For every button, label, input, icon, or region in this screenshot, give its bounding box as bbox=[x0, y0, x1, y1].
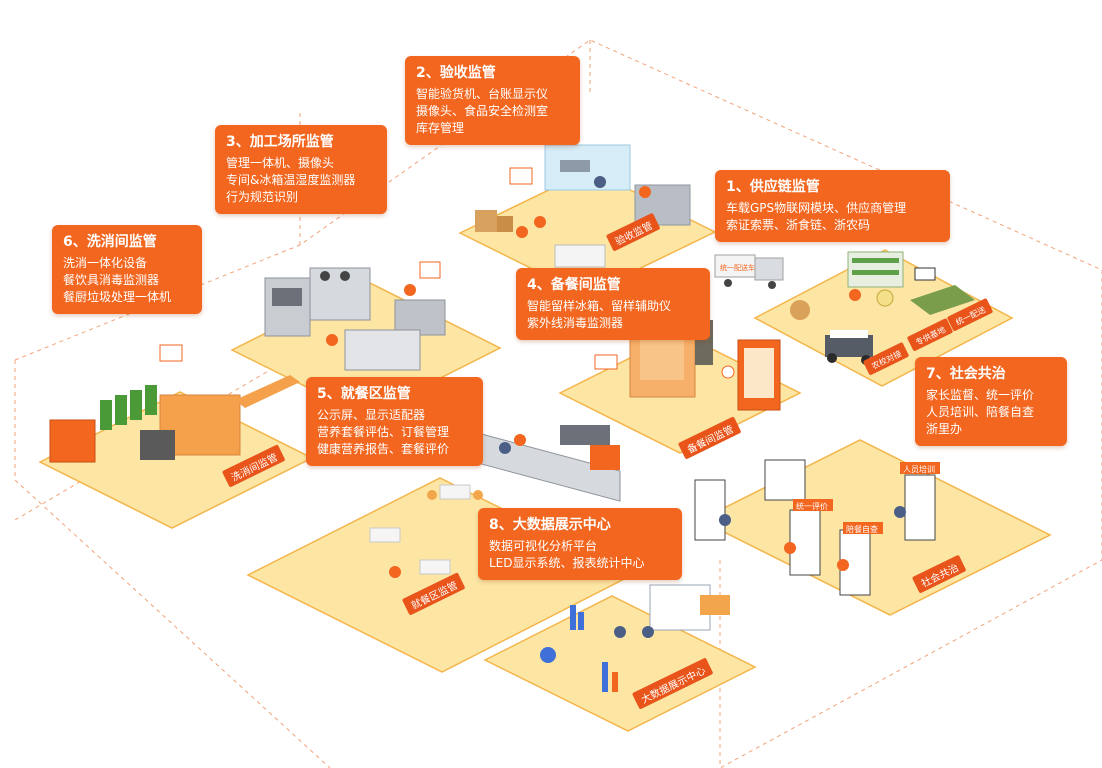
module-line: 健康营养报告、套餐评价 bbox=[317, 442, 450, 456]
module-card-1: 1、供应链监管车载GPS物联网模块、供应商管理索证索票、浙食链、浙农码 bbox=[715, 170, 950, 242]
bigdata-equipment bbox=[540, 584, 730, 692]
module-line: 智能验货机、台账显示仪 bbox=[416, 87, 549, 101]
module-line: 摄像头、食品安全检测室 bbox=[416, 104, 549, 118]
zone-tag-bg bbox=[606, 213, 660, 251]
module-title: 4、备餐间监管 bbox=[527, 277, 621, 293]
module-line: LED显示系统、报表统计中心 bbox=[489, 556, 645, 570]
module-card-7: 7、社会共治家长监督、统一评价人员培训、陪餐自查浙里办 bbox=[915, 357, 1067, 446]
zone-tag-bg bbox=[632, 658, 713, 709]
supply-equipment: 统一配送车 bbox=[714, 251, 975, 365]
module-line: 智能留样冰箱、留样辅助仪 bbox=[527, 299, 672, 313]
module-title: 1、供应链监管 bbox=[726, 179, 820, 195]
screen-label: 统一评价 bbox=[796, 501, 828, 511]
module-line: 营养套餐评估、订餐管理 bbox=[317, 425, 450, 439]
zone-tag-bg bbox=[907, 318, 953, 351]
module-line: 管理一体机、摄像头 bbox=[226, 156, 335, 170]
module-title: 8、大数据展示中心 bbox=[489, 517, 611, 533]
module-card-6: 6、洗消间监管洗消一体化设备餐饮具消毒监测器餐厨垃圾处理一体机 bbox=[52, 225, 202, 314]
module-line: 餐厨垃圾处理一体机 bbox=[63, 290, 172, 304]
screen-label-bg bbox=[843, 522, 883, 534]
floor-bigdata bbox=[483, 595, 757, 732]
module-line: 浙里办 bbox=[926, 422, 963, 436]
floor-supply bbox=[753, 249, 1014, 387]
module-title: 5、就餐区监管 bbox=[317, 386, 411, 402]
module-line: 人员培训、陪餐自查 bbox=[926, 405, 1035, 419]
module-card-8: 8、大数据展示中心数据可视化分析平台 LED显示系统、报表统计中心 bbox=[478, 508, 682, 580]
module-line: 行为规范识别 bbox=[226, 190, 299, 204]
module-line: 库存管理 bbox=[416, 121, 465, 135]
screen-label: 陪餐自查 bbox=[846, 524, 878, 534]
screen-label-bg bbox=[900, 462, 940, 474]
module-title: 7、社会共治 bbox=[926, 366, 1006, 382]
module-line: 紫外线消毒监测器 bbox=[527, 316, 624, 330]
module-line: 公示屏、显示适配器 bbox=[317, 408, 426, 422]
dining-equipment bbox=[369, 425, 621, 578]
screen-label-bg bbox=[793, 499, 833, 511]
zone-tag-bg bbox=[222, 444, 285, 487]
processing-equipment bbox=[264, 261, 446, 371]
social-equipment: 统一评价 陪餐自查 人员培训 bbox=[694, 459, 940, 596]
zone-tag-bg bbox=[678, 416, 741, 459]
screen-label: 人员培训 bbox=[903, 464, 935, 474]
module-title: 2、验收监管 bbox=[416, 65, 496, 81]
module-title: 6、洗消间监管 bbox=[63, 234, 157, 250]
module-line: 索证索票、浙食链、浙农码 bbox=[726, 218, 871, 232]
module-line: 专间&冰箱温湿度监测器 bbox=[226, 173, 356, 187]
washing-equipment bbox=[49, 344, 300, 463]
zone-tag-bg bbox=[402, 572, 465, 615]
module-card-5: 5、就餐区监管公示屏、显示适配器营养套餐评估、订餐管理健康营养报告、套餐评价 bbox=[306, 377, 483, 466]
module-line: 家长监督、统一评价 bbox=[926, 388, 1035, 402]
module-card-2: 2、验收监管智能验货机、台账显示仪摄像头、食品安全检测室库存管理 bbox=[405, 56, 580, 145]
module-line: 洗消一体化设备 bbox=[63, 256, 148, 270]
reception-equipment bbox=[475, 144, 691, 268]
module-title: 3、加工场所监管 bbox=[226, 134, 334, 150]
truck-label: 统一配送车 bbox=[720, 263, 755, 272]
module-card-4: 4、备餐间监管智能留样冰箱、留样辅助仪紫外线消毒监测器 bbox=[516, 268, 710, 340]
zone-tag-bg bbox=[947, 298, 993, 331]
zone-tag-bg bbox=[912, 555, 966, 593]
module-line: 餐饮具消毒监测器 bbox=[63, 273, 160, 287]
zone-tag-bg bbox=[863, 342, 909, 375]
module-line: 车载GPS物联网模块、供应商管理 bbox=[726, 201, 907, 215]
module-card-3: 3、加工场所监管管理一体机、摄像头专间&冰箱温湿度监测器行为规范识别 bbox=[215, 125, 387, 214]
module-line: 数据可视化分析平台 bbox=[489, 539, 598, 553]
